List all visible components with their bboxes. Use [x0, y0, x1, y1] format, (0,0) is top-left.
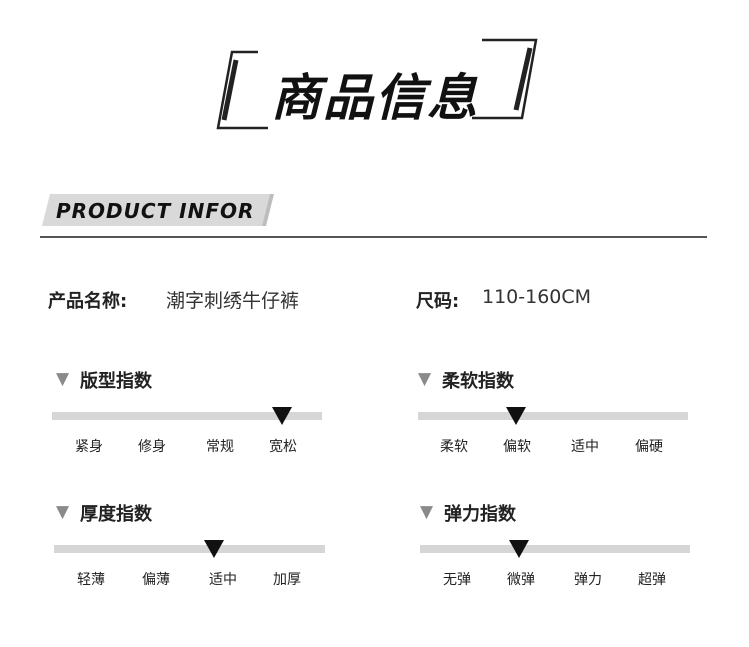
- down-triangle-icon: ▼: [418, 369, 432, 389]
- index-option: 加厚: [273, 572, 301, 588]
- index-marker-softness: [506, 407, 526, 425]
- index-option: 弹力: [574, 572, 602, 588]
- index-option: 修身: [138, 439, 166, 455]
- index-title-elasticity: 弹力指数: [444, 504, 516, 525]
- product-name-value: 潮字刺绣牛仔裤: [166, 290, 300, 312]
- index-bar-fit: [52, 412, 322, 420]
- index-option: 超弹: [638, 572, 666, 588]
- index-bar-thickness: [54, 545, 325, 553]
- down-triangle-icon: ▼: [56, 502, 70, 522]
- index-option: 偏薄: [142, 572, 170, 588]
- index-marker-fit: [272, 407, 292, 425]
- index-option: 紧身: [75, 439, 103, 455]
- index-title-fit: 版型指数: [80, 371, 152, 392]
- down-triangle-icon: ▼: [420, 502, 434, 522]
- down-triangle-icon: ▼: [56, 369, 70, 389]
- index-option: 偏软: [503, 439, 531, 455]
- index-bar-elasticity: [420, 545, 690, 553]
- index-bar-softness: [418, 412, 688, 420]
- page-title: 商品信息: [271, 69, 479, 127]
- index-option: 轻薄: [77, 572, 105, 588]
- index-option: 无弹: [443, 572, 471, 588]
- index-title-softness: 柔软指数: [442, 371, 514, 392]
- size-label: 尺码:: [416, 291, 460, 312]
- index-option: 适中: [571, 439, 599, 455]
- index-option: 宽松: [269, 439, 297, 455]
- index-option: 偏硬: [635, 439, 663, 455]
- product-name-label: 产品名称:: [48, 291, 128, 312]
- product-infor-banner: PRODUCT INFOR: [56, 199, 255, 223]
- index-option: 适中: [209, 572, 237, 588]
- section-divider: [40, 236, 707, 238]
- index-option: 柔软: [440, 439, 468, 455]
- index-marker-elasticity: [509, 540, 529, 558]
- index-option: 微弹: [507, 572, 535, 588]
- index-title-thickness: 厚度指数: [80, 504, 152, 525]
- index-marker-thickness: [204, 540, 224, 558]
- index-option: 常规: [206, 439, 234, 455]
- size-value: 110-160CM: [482, 286, 592, 308]
